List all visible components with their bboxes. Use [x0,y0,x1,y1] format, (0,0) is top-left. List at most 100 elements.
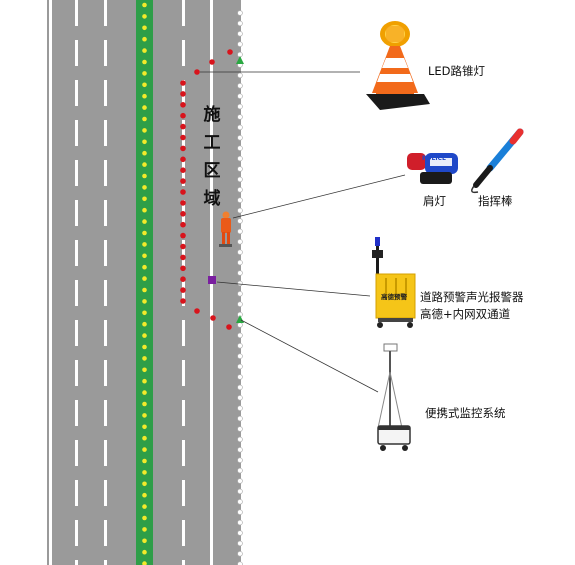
median-reflector-dot [142,481,147,487]
shoulder-reflector-dot [237,176,243,183]
median-reflector-dot [142,504,147,509]
median-reflector-dot [142,299,147,304]
shoulder-reflector-dot [237,124,243,131]
median-reflector-dot [142,401,147,407]
shoulder-reflector-dot [237,41,243,47]
road-alarm-icon [372,237,416,328]
cone-dot [227,49,233,55]
shoulder-reflector-dot [237,145,243,151]
cone-dot [180,91,186,97]
lane-dash [182,240,185,266]
median-reflector-dot [142,219,147,224]
median-reflector-dot [142,185,147,190]
median-reflector-dot [142,242,147,247]
shoulder-reflector-dot [237,93,243,99]
lane-dash [182,280,185,306]
lane-dash [104,360,107,386]
cone-dot [180,276,186,283]
median-reflector-dot [142,173,147,179]
shoulder-reflector-dot [237,478,243,484]
median-reflector-dot [142,527,147,532]
shoulder-reflector-dot [237,218,243,224]
zone-char-2: 工 [203,133,221,153]
shoulder-reflector-dot [237,72,243,79]
median-reflector-dot [142,344,147,350]
shoulder-reflector-dot [237,301,243,307]
leader-line-monitor [240,319,379,393]
cone-dot [180,167,186,173]
lane-dash [182,560,185,565]
shoulder-reflector-dot [237,31,243,37]
cone-dot [180,80,186,86]
shoulder-reflector-dot [237,270,243,276]
cone-dot [180,200,186,206]
lane-dash [182,160,185,186]
shoulder-reflector-dot [237,166,243,172]
lane-dash [104,120,107,146]
shoulder-reflector-dot [237,551,243,557]
cone-dot [180,112,186,119]
zone-char-3: 区 [203,161,221,181]
median-reflector-dot [142,333,147,338]
shoulder-reflector-dot [237,499,243,505]
shoulder-reflector-dot [237,561,243,565]
shoulder-reflector-dot [237,20,243,27]
shoulder-reflector-dot [237,457,243,463]
baton-icon [471,128,524,194]
lane-dash [182,320,185,346]
median-reflector-dot [142,424,147,430]
median-reflector-dot [142,561,147,565]
cone-dot [180,102,186,108]
median-reflector-dot [142,128,147,133]
median-reflector-dot [142,139,147,145]
road-alarm-sublabel: 高德+内网双通道 [420,307,511,321]
median-reflector-dot [142,321,147,327]
shoulder-reflector-dot [237,405,243,411]
shoulder-reflector-dot [237,332,243,339]
lane-dash [75,320,78,346]
shoulder-reflector-dot [237,363,243,370]
shoulder-reflector-dot [237,197,243,203]
median-reflectors [142,2,147,565]
alarm-sensor-marker [208,276,216,284]
lane-dash [75,400,78,426]
cone-dot [180,189,186,195]
lane-dash [104,0,107,26]
cone-dot [194,69,200,75]
lane-dash [75,280,78,306]
lane-dash [104,440,107,466]
warning-marker-bottom [236,315,244,323]
cone-dot [180,156,186,163]
lane-dash [182,120,185,146]
shoulder-reflector-dot [237,384,243,391]
median-reflector-dot [142,196,147,202]
cone-dot [180,134,186,141]
median-reflector-dot [142,25,147,31]
lane-dash [104,240,107,266]
median-reflector-dot [142,230,147,236]
shoulder-reflector-dot [237,436,243,443]
warning-marker-top [236,56,244,64]
leader-line-shoulder-light [232,174,406,219]
cone-dot [180,178,186,184]
lane-dash [75,520,78,546]
led-cone-label: LED路锥灯 [428,64,486,78]
lane-dash [182,400,185,426]
median-reflector-dot [142,150,147,156]
cone-dot [180,145,186,152]
monitor-tower-icon [377,343,411,451]
lane-dash [75,440,78,466]
shoulder-reflector-dot [237,488,243,495]
baton-label: 指挥棒 [478,194,513,208]
leader-line-alarm [216,281,371,297]
median-reflector-dot [142,116,147,122]
median-reflector-dot [142,2,147,8]
cone-dot [180,221,186,228]
median-reflector-dot [142,378,147,384]
shoulder-reflector-dot [237,155,243,162]
median-reflector-dot [142,287,147,293]
median-reflector-dot [142,253,147,259]
shoulder-reflector-dot [237,103,243,110]
median-strip [136,0,153,565]
